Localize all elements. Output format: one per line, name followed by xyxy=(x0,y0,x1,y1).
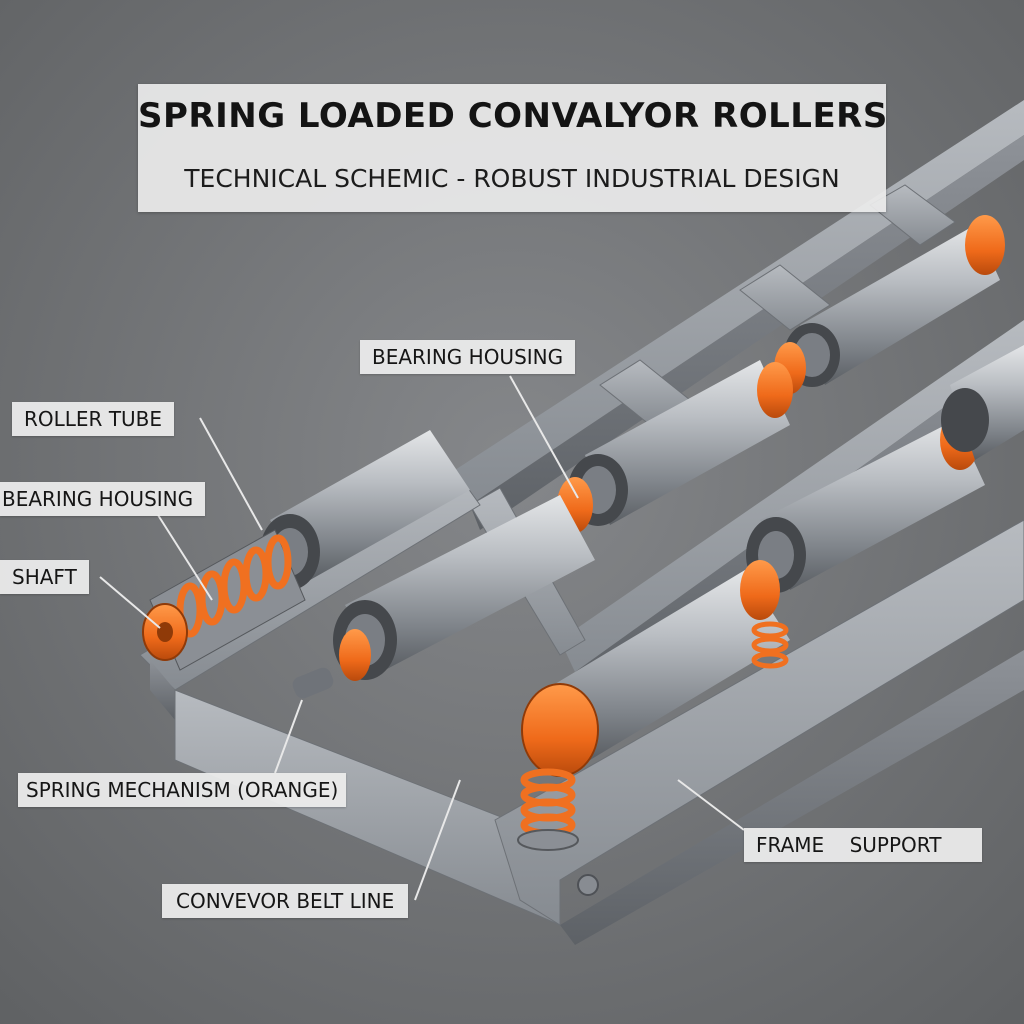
leader-roller-tube xyxy=(199,417,263,531)
frame-bolt xyxy=(577,874,599,896)
callout-shaft: SHAFT xyxy=(0,560,89,594)
roller-back-middle xyxy=(557,360,793,533)
leader-belt xyxy=(414,779,461,901)
callout-spring-mechanism: SPRING MECHANISM (ORANGE) xyxy=(18,773,347,807)
callout-roller-tube: ROLLER TUBE xyxy=(12,402,175,436)
title-banner: SPRING LOADED CONVALYOR ROLLERS TECHNICA… xyxy=(138,84,888,212)
leader-lines xyxy=(99,375,745,901)
leader-shaft xyxy=(99,576,161,629)
leader-bearing-top xyxy=(509,375,579,499)
leader-bearing-left xyxy=(157,514,213,601)
callout-conveyor-belt-line: CONVEVOR BELT LINE xyxy=(162,884,409,918)
diagram-subtitle: TECHNICAL SCHEMIC - ROBUST INDUSTRIAL DE… xyxy=(184,164,840,193)
diagram-title: SPRING LOADED CONVALYOR ROLLERS xyxy=(138,96,888,136)
shaft-end xyxy=(292,667,334,699)
roller-front xyxy=(517,560,790,851)
callout-frame-support: FRAME SUPPORT xyxy=(744,828,982,862)
leader-spring xyxy=(274,699,303,774)
spring-coil-front xyxy=(520,768,576,837)
leader-frame xyxy=(677,779,745,831)
callout-bearing-housing-top: BEARING HOUSING xyxy=(360,340,576,374)
callout-bearing-housing-left: BEARING HOUSING xyxy=(0,482,206,516)
spring-coil-front-right xyxy=(751,621,789,669)
roller-back-right xyxy=(774,215,1005,394)
spring-assembly-left xyxy=(142,529,306,671)
roller-middle-left xyxy=(292,495,595,699)
